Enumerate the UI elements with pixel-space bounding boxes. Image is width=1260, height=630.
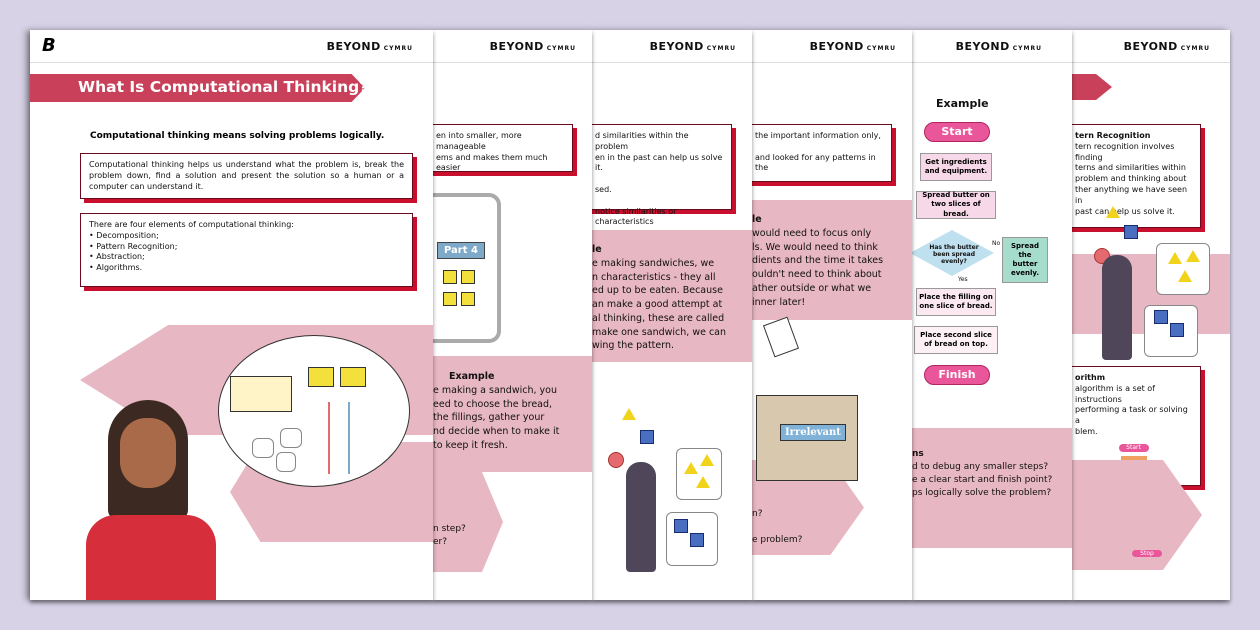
flow-finish: Finish [924,365,990,385]
box-icon [340,367,366,387]
triangles-card [1156,243,1210,295]
page-title: What Is Computational Thinking? [78,78,369,96]
person-figure [626,462,656,572]
elements-box: There are four elements of computational… [80,213,413,287]
flowchart-icon [230,376,292,412]
pattern-recognition-box: tern Recognition tern recognition involv… [1072,124,1201,228]
part-4-label: Part 4 [437,242,485,259]
flow-start: Start [924,122,990,142]
title-banner [30,74,365,102]
list-item: • Pattern Recognition; [89,241,178,251]
triangle-shape [1106,206,1120,218]
mini-start: Start [1118,443,1149,452]
subtitle: Computational thinking means solving pro… [90,131,385,141]
irrelevant-label: Irrelevant [780,424,846,441]
logo: B [42,35,56,56]
person-figure [1102,255,1132,360]
intro-box: Computational thinking helps us understa… [80,153,413,199]
mini-stop: Stop [1132,550,1162,557]
abstraction-box: the important information only,and looke… [752,124,892,182]
example-heading: Example [936,97,989,110]
list-item: • Abstraction; [89,252,145,262]
flow-no-action: Spread the butter evenly. [1002,237,1048,283]
flow-step: Spread butter on two slices of bread. [916,191,996,219]
parts-diagram [433,193,501,343]
title-banner [1072,74,1112,100]
paper-icon [762,316,800,358]
flow-step: Place second slice of bread on top. [914,326,998,354]
box-icon [308,367,334,387]
flow-step: Get ingredients and equipment. [920,153,992,181]
flow-step: Place the filling on one slice of bread. [916,288,996,316]
list-item: • Algorithms. [89,263,143,273]
list-item: • Decomposition; [89,230,159,240]
questions: ns d to debug any smaller steps?e a clea… [912,449,1053,499]
girl-illustration [86,400,216,600]
